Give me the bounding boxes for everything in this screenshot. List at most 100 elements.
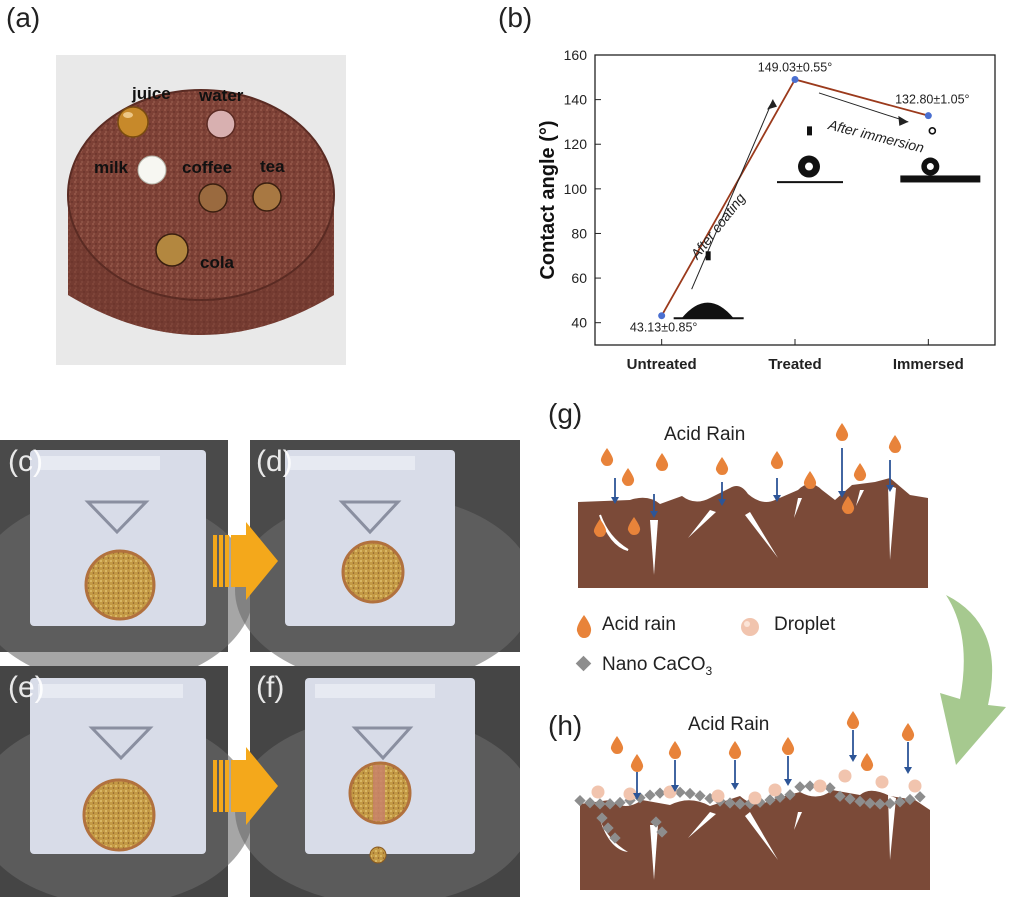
rolled-off-droplet	[369, 846, 387, 864]
acid-rain-drop	[715, 457, 729, 475]
stone-sample-c	[84, 549, 156, 621]
acid-rain-drop	[630, 754, 644, 772]
panel-e-letter: (e)	[8, 671, 45, 704]
panel-b-letter: (b)	[498, 2, 533, 33]
acid-rain-drop	[846, 711, 860, 729]
panel-f-letter: (f)	[256, 671, 285, 704]
droplet	[591, 785, 605, 799]
acid-rain-drops-h	[591, 711, 922, 805]
legend-nano-caco3: Nano CaCO3	[602, 654, 712, 678]
acid-rain-title-g: Acid Rain	[664, 424, 746, 445]
data-point	[791, 75, 799, 83]
rain-arrowhead	[886, 485, 894, 492]
acid-rain-drops-g	[593, 423, 902, 537]
caco3-particle	[644, 789, 656, 801]
caco3-particle	[694, 790, 706, 802]
droplet	[748, 791, 762, 805]
tea-label: tea	[260, 157, 285, 176]
acid-rain-drop	[627, 517, 641, 535]
droplet	[768, 783, 782, 797]
rain-arrowhead	[773, 495, 781, 502]
acid-rain-drop	[593, 519, 607, 537]
point-label: 43.13±0.85°	[630, 321, 697, 335]
caco3-icon	[575, 655, 592, 672]
coffee-label: coffee	[182, 158, 233, 177]
water-drop	[206, 109, 236, 139]
after-immersion-arrow	[818, 92, 909, 123]
curved-transition-arrow	[940, 595, 1006, 765]
caco3-particle	[784, 789, 796, 801]
droplet-immersed-highlight	[926, 163, 934, 171]
stone-sample-d	[341, 540, 405, 604]
after-coating-label: After coating	[687, 190, 749, 263]
acid-rain-drop	[803, 471, 817, 489]
legend-nano-text: Nano CaCO	[602, 654, 706, 675]
point-label: 132.80±1.05°	[895, 93, 969, 107]
x-tick-label: Immersed	[893, 356, 964, 373]
legend-acid-rain: Acid rain	[602, 614, 676, 635]
acid-rain-drop	[668, 741, 682, 759]
acid-rain-icon	[576, 615, 592, 638]
rain-arrowhead	[718, 499, 726, 506]
rain-arrowhead	[849, 755, 857, 762]
x-tick-label: Untreated	[627, 356, 697, 373]
y-tick-label: 80	[571, 225, 587, 241]
acid-rain-drop	[728, 741, 742, 759]
juice-drop	[117, 106, 149, 138]
panel-a-letter: (a)	[6, 2, 41, 33]
acid-rain-title-h: Acid Rain	[688, 714, 770, 735]
y-axis-label: Contact angle (°)	[537, 120, 559, 279]
rain-arrowhead	[731, 783, 739, 790]
panel-d-letter: (d)	[256, 445, 293, 478]
stone-photo-a	[56, 55, 346, 365]
after-immersion-arrowhead	[898, 115, 909, 126]
droplet	[711, 789, 725, 803]
acid-rain-drop	[610, 736, 624, 754]
coffee-drop	[198, 183, 228, 213]
tea-drop	[252, 182, 282, 212]
rain-arrowhead	[671, 785, 679, 792]
rain-arrowhead	[611, 497, 619, 504]
acid-rain-drop	[781, 737, 795, 755]
caco3-particle	[794, 781, 806, 793]
transition-arrow-c-d	[213, 522, 278, 600]
acid-rain-drop	[860, 753, 874, 771]
acid-rain-drop	[600, 448, 614, 466]
stone-sample-e	[82, 778, 156, 852]
milk-label: milk	[94, 158, 129, 177]
panel-c-letter: (c)	[8, 445, 43, 478]
legend-nano-sub: 3	[705, 663, 713, 678]
droplet	[813, 779, 827, 793]
droplet	[908, 779, 922, 793]
rain-arrowhead	[838, 491, 846, 498]
needle-untreated	[705, 251, 711, 261]
acid-rain-drop	[835, 423, 849, 441]
after-immersion-label: After immersion	[826, 116, 926, 156]
droplet	[875, 775, 889, 789]
acid-rain-drop	[901, 723, 915, 741]
after-coating-arrow	[691, 99, 774, 290]
y-tick-label: 60	[571, 270, 587, 286]
needle-immersed	[928, 127, 937, 135]
droplet	[838, 769, 852, 783]
acid-rain-drop	[841, 496, 855, 514]
rain-arrowhead	[650, 511, 658, 518]
panel-h-letter: (h)	[548, 710, 583, 741]
caco3-particle	[684, 787, 696, 800]
needle-treated	[807, 126, 812, 136]
rain-arrowhead	[784, 779, 792, 786]
y-tick-label: 160	[564, 47, 588, 63]
legend-droplet: Droplet	[774, 614, 836, 635]
substrate-immersed	[900, 175, 981, 183]
transition-arrow-e-f	[213, 747, 278, 825]
schematic-untreated	[578, 423, 928, 588]
caco3-particle	[584, 797, 596, 809]
droplet-untreated	[681, 302, 734, 319]
point-label: 149.03±0.55°	[758, 60, 832, 74]
y-tick-label: 140	[564, 92, 588, 108]
rain-arrowhead	[633, 793, 641, 800]
water-label: water	[199, 86, 244, 105]
after-coating-arrowhead	[767, 99, 777, 110]
legend-icons	[575, 615, 592, 672]
data-point	[924, 112, 932, 120]
